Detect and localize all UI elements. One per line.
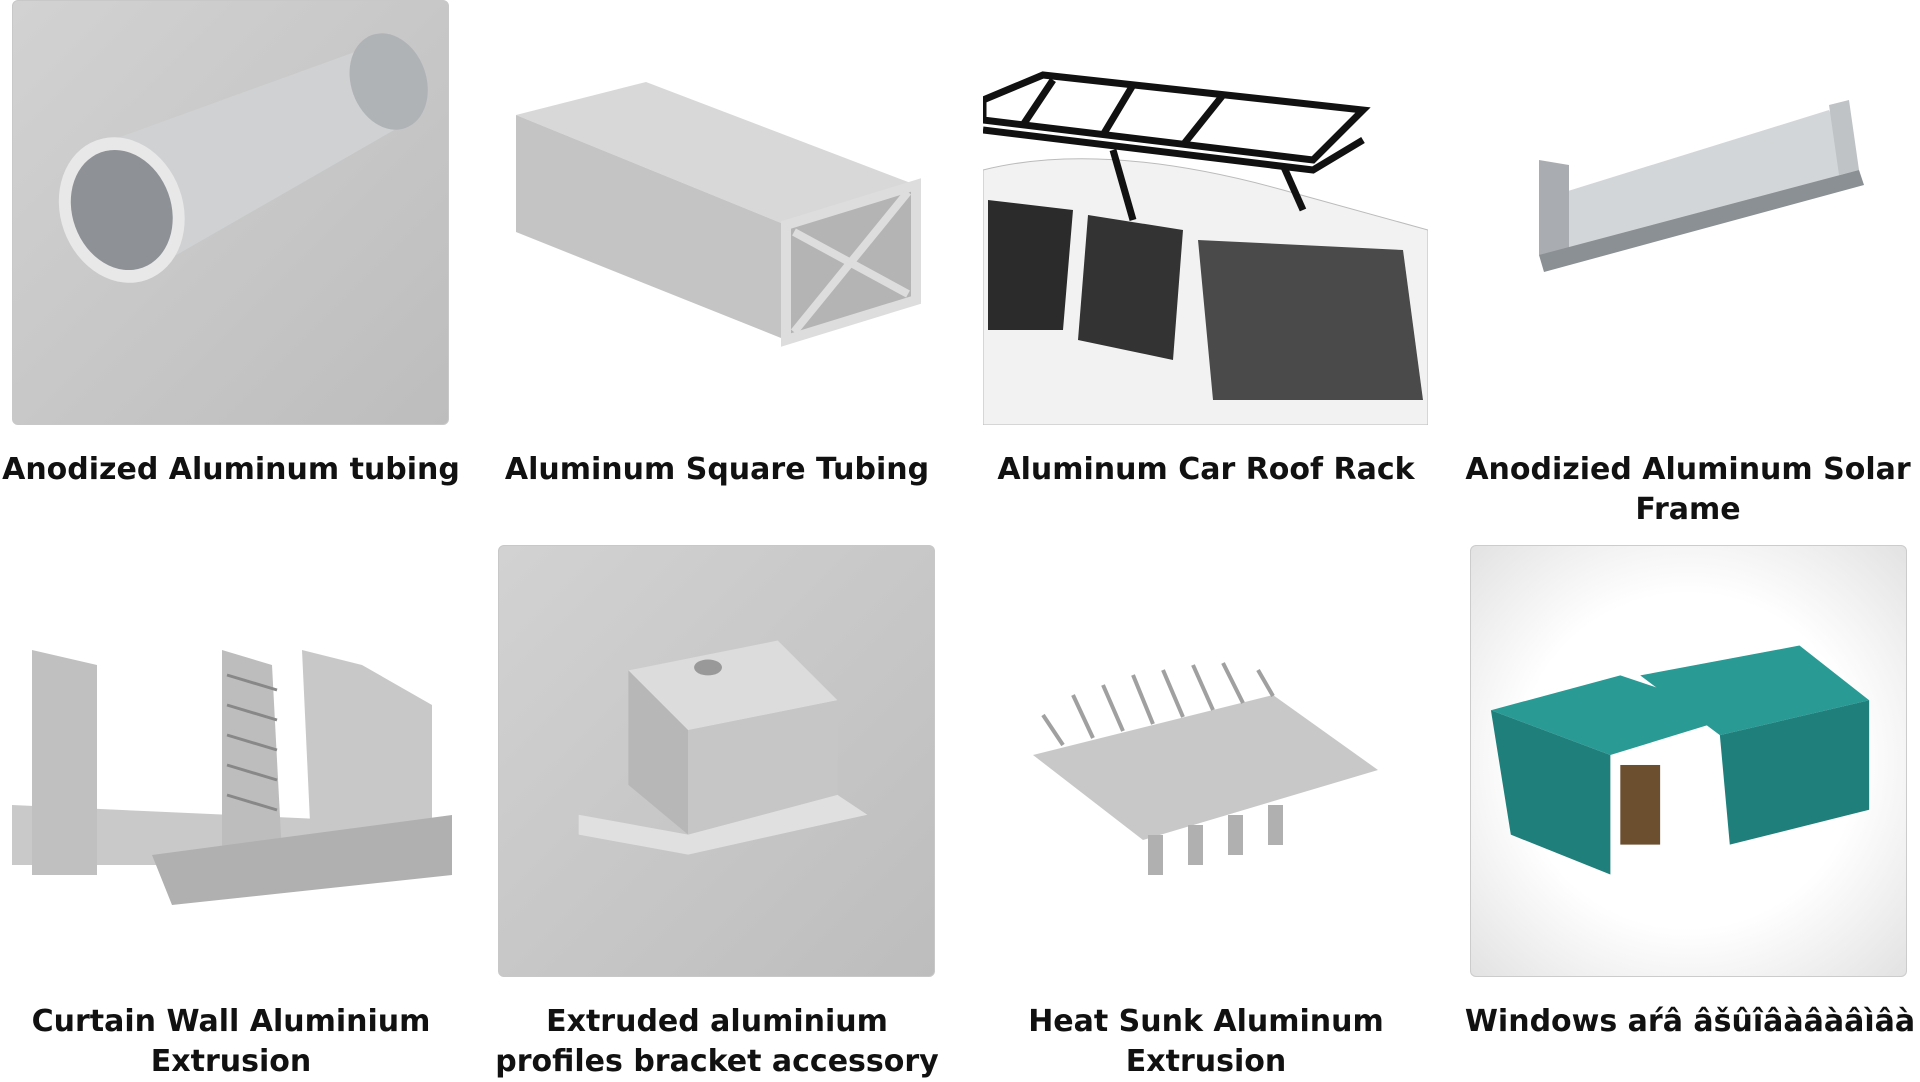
product-title[interactable]: Anodized Aluminum tubing	[2, 452, 460, 487]
product-title[interactable]: Aluminum Car Roof Rack	[997, 452, 1415, 487]
product-image-curtain-wall[interactable]	[12, 545, 452, 977]
product-image-heat-sink[interactable]	[983, 545, 1428, 977]
product-title[interactable]: Curtain Wall Aluminium Extrusion	[31, 1004, 431, 1079]
product-image-car-roof-rack[interactable]	[983, 0, 1428, 425]
product-image-window-profiles[interactable]	[1470, 545, 1907, 977]
product-image-bracket-accessory[interactable]	[498, 545, 935, 977]
product-image-solar-frame[interactable]	[1469, 0, 1909, 425]
product-title[interactable]: Heat Sunk Aluminum Extrusion	[1028, 1004, 1384, 1079]
product-image-aluminum-tubing[interactable]	[12, 0, 449, 425]
product-image-square-tubing[interactable]	[496, 0, 936, 425]
product-title[interactable]: Windows aŕâ âšûîâàâàâìâà	[1464, 1004, 1916, 1039]
product-title[interactable]: Anodizied Aluminum Solar Frame	[1465, 452, 1911, 527]
product-title[interactable]: Aluminum Square Tubing	[504, 452, 930, 487]
product-title[interactable]: Extruded aluminium profiles bracket acce…	[495, 1004, 939, 1079]
